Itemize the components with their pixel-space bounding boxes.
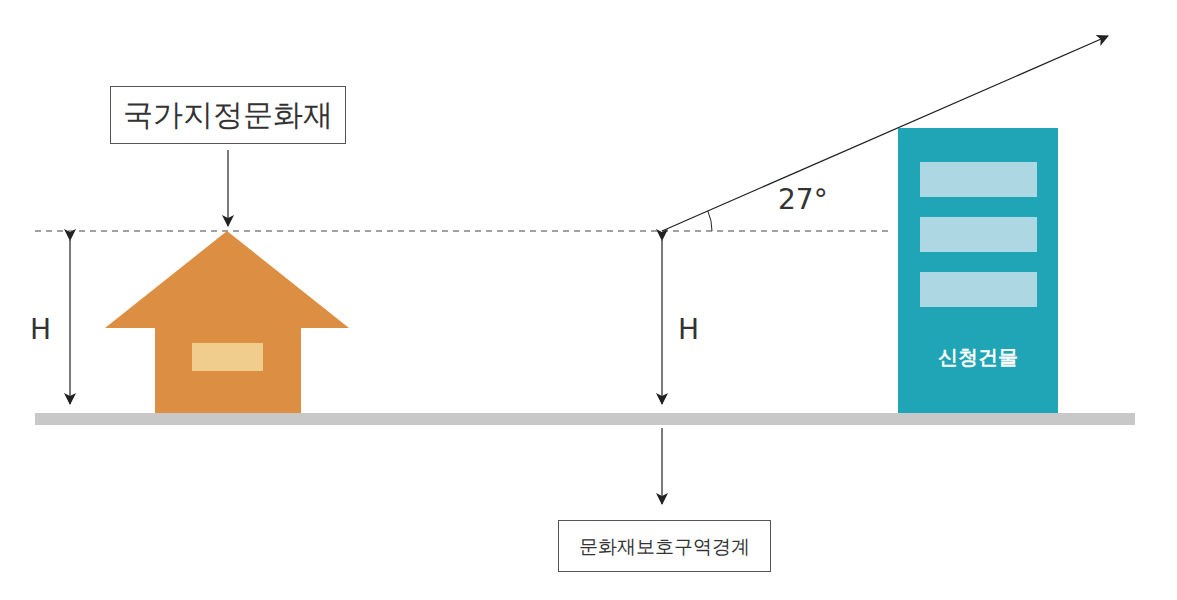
applicant-building: 신청건물 (898, 128, 1058, 413)
dimension-arrow (69, 240, 70, 404)
dimension-arrow (661, 240, 662, 404)
house-window (192, 343, 263, 371)
leader-arrow (661, 428, 662, 504)
window (920, 272, 1037, 307)
dimension-label: H (678, 313, 699, 347)
building-windows (898, 128, 1058, 413)
house-body (155, 326, 301, 413)
house-roof (105, 231, 349, 328)
dimension-label: H (30, 313, 51, 347)
ground-bar (35, 413, 1135, 425)
building-label: 신청건물 (938, 345, 1018, 369)
angle-arc (708, 211, 712, 231)
window (920, 217, 1037, 252)
box-label: 국가지정문화재 (123, 97, 333, 133)
angle-label: 27° (778, 183, 828, 217)
leader-arrow (227, 150, 228, 226)
label-box: 국가지정문화재 (110, 86, 346, 144)
height-line (35, 231, 890, 232)
window (920, 162, 1037, 197)
box-label: 문화재보호구역경계 (579, 535, 750, 558)
label-box: 문화재보호구역경계 (558, 520, 771, 573)
